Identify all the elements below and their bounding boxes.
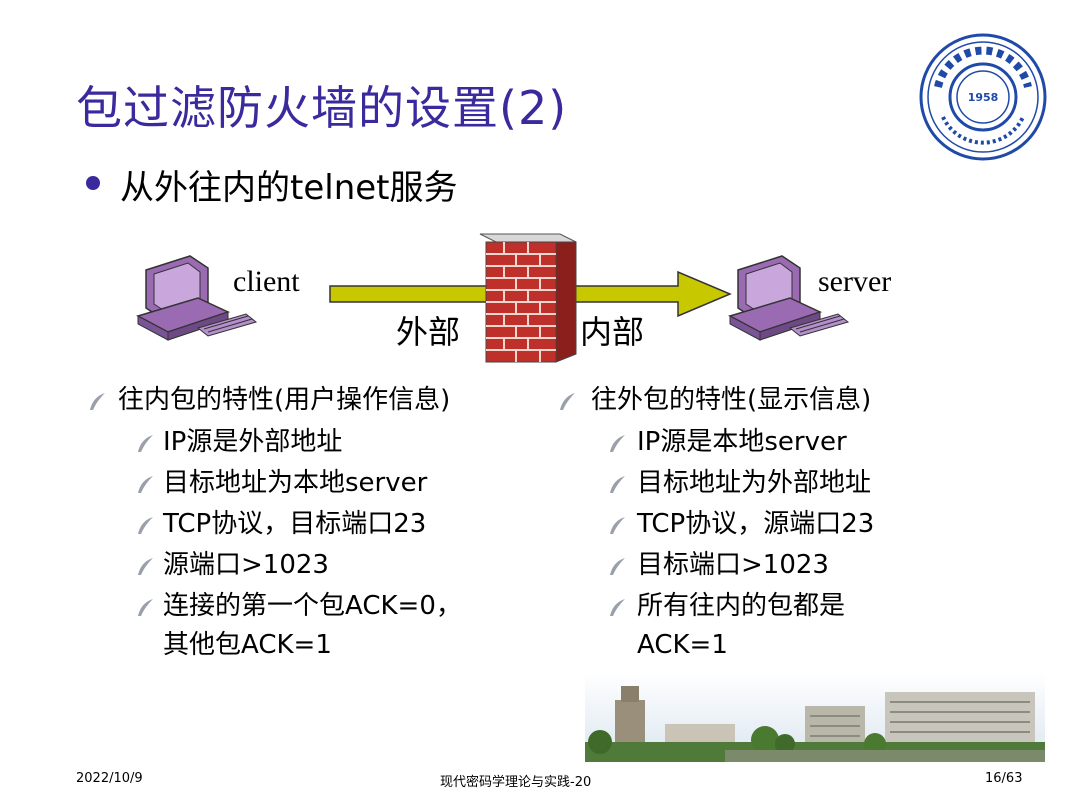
- subtitle: 从外往内的telnet服务: [120, 168, 458, 208]
- university-seal-logo: 1958: [919, 33, 1047, 161]
- quill-bullet-icon: [138, 476, 153, 493]
- page-title: 包过滤防火墙的设置(2): [76, 81, 568, 135]
- quill-bullet-icon: [90, 393, 105, 410]
- footer-date: 2022/10/9: [76, 771, 143, 786]
- quill-bullet-icon: [138, 435, 153, 452]
- outside-label: 外部: [396, 313, 461, 351]
- client-label: client: [233, 265, 300, 298]
- network-diagram: [136, 233, 850, 363]
- left-item: 目标地址为本地server: [163, 468, 428, 498]
- quill-bullet-icon: [610, 599, 625, 616]
- quill-bullet-icon: [610, 476, 625, 493]
- right-item: 所有往内的包都是: [637, 591, 846, 621]
- server-label: server: [818, 265, 892, 298]
- right-item: TCP协议，源端口23: [637, 509, 875, 539]
- footer-page-number: 16/63: [985, 771, 1023, 786]
- quill-bullet-icon: [610, 558, 625, 575]
- logo-year: 1958: [968, 91, 999, 104]
- quill-bullet-icon: [138, 517, 153, 534]
- inside-label: 内部: [580, 313, 645, 351]
- left-item: IP源是外部地址: [163, 427, 343, 457]
- right-item: IP源是本地server: [637, 427, 847, 457]
- campus-photo: [585, 672, 1045, 762]
- firewall-wall-icon: [479, 233, 577, 363]
- bullet-dot: [86, 176, 100, 190]
- left-heading: 往内包的特性(用户操作信息): [118, 385, 451, 415]
- quill-bullet-icon: [138, 558, 153, 575]
- right-heading: 往外包的特性(显示信息): [591, 385, 872, 415]
- right-item-continued: ACK=1: [637, 630, 728, 660]
- right-item: 目标地址为外部地址: [637, 468, 872, 498]
- left-item: 源端口>1023: [163, 550, 329, 580]
- left-item: 连接的第一个包ACK=0，: [163, 591, 462, 621]
- quill-bullet-icon: [560, 393, 575, 410]
- footer-course: 现代密码学理论与实践-20: [440, 775, 592, 790]
- right-item: 目标端口>1023: [637, 550, 829, 580]
- quill-bullet-icon: [610, 517, 625, 534]
- client-computer-icon: [136, 255, 258, 341]
- left-item-continued: 其他包ACK=1: [163, 630, 332, 660]
- left-item: TCP协议，目标端口23: [163, 509, 427, 539]
- quill-bullet-icon: [610, 435, 625, 452]
- quill-bullet-icon: [138, 599, 153, 616]
- server-computer-icon: [728, 255, 850, 341]
